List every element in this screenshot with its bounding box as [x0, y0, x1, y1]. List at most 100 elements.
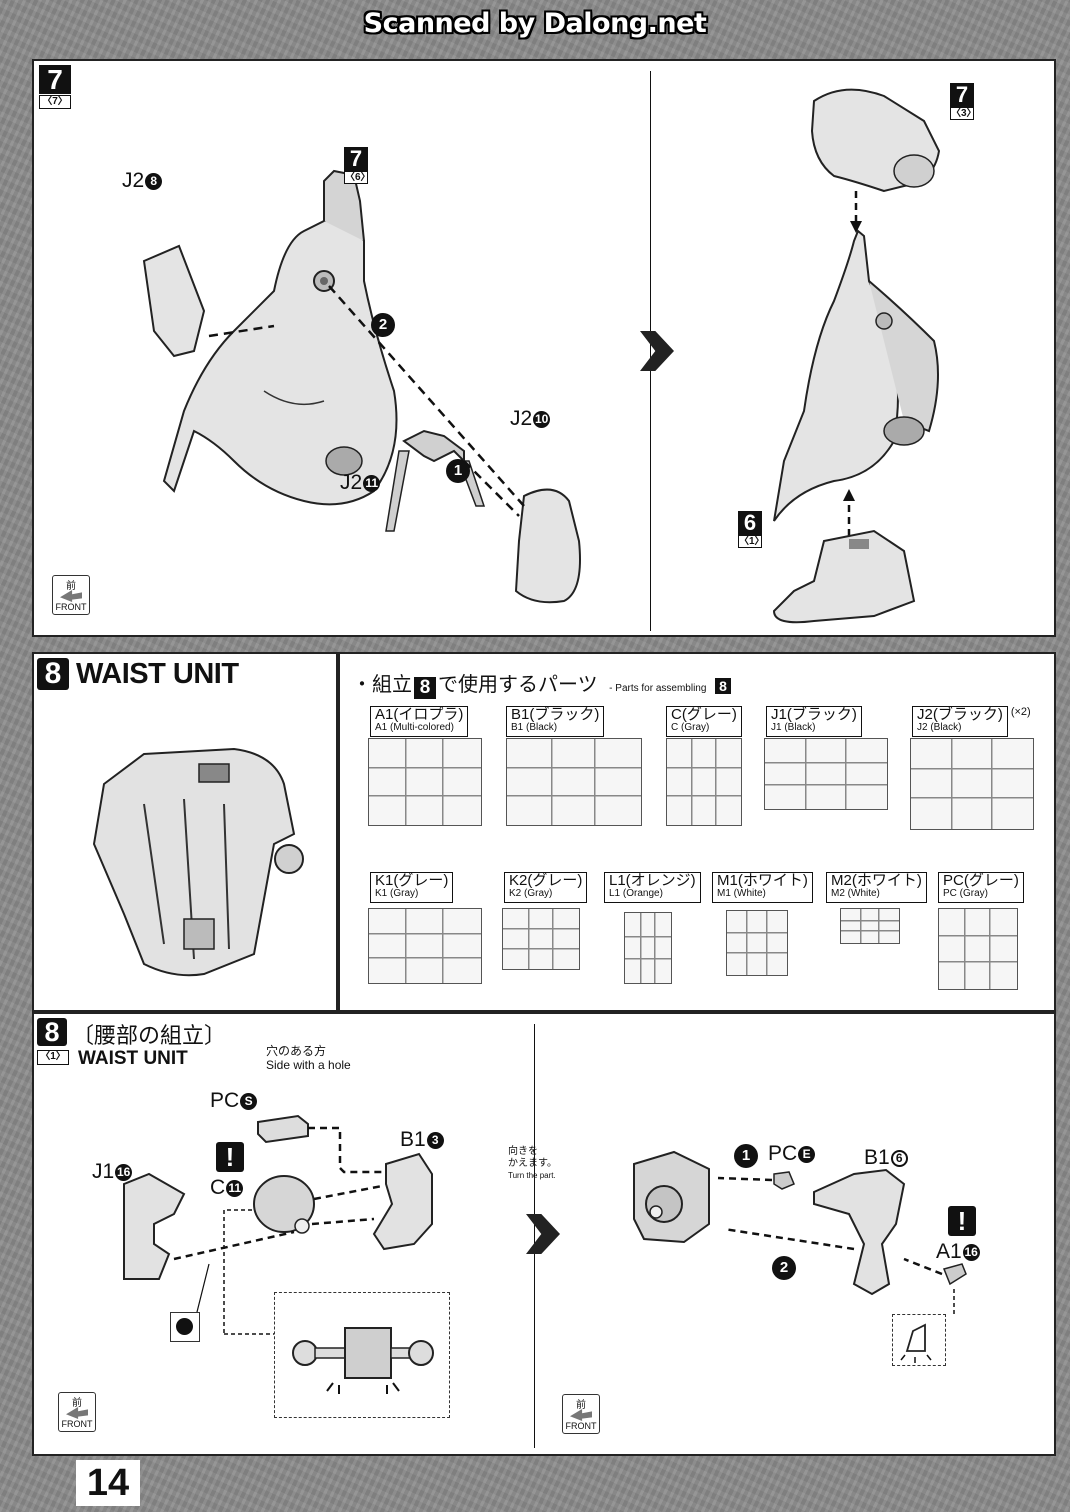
- runner-a1-jp: A1(イロプラ): [375, 706, 464, 723]
- runner-b1-image: [506, 738, 642, 826]
- runner-c-en: C (Gray): [671, 722, 710, 733]
- a1-detail-illustration: [900, 1323, 932, 1363]
- scan-watermark: Scanned by Dalong.net: [363, 8, 707, 39]
- part-label-j1-16-runner: J1: [92, 1160, 115, 1183]
- assembled-torso-illustration: [772, 88, 941, 624]
- hole-note-jp: 穴のある方: [266, 1044, 327, 1058]
- part-letter-e: E: [798, 1146, 816, 1163]
- callout-7-3-sub: 〈3〉: [950, 107, 977, 120]
- step-7-divider: [650, 71, 651, 631]
- runner-a1-image: [368, 738, 482, 826]
- torso-assembly-illustration: [142, 169, 581, 604]
- runner-j1-en: J1 (Black): [771, 722, 816, 733]
- runner-l1-en: L1 (Orange): [609, 888, 663, 899]
- step-8-divider: [534, 1024, 535, 1448]
- callout-6-1-sub: 〈1〉: [738, 535, 765, 548]
- runner-m2-image: [840, 908, 900, 944]
- caution-icon-right: !: [948, 1206, 976, 1236]
- runner-label-m2: M2(ホワイト)M2 (White): [826, 872, 927, 903]
- runner-label-k2: K2(グレー)K2 (Gray): [504, 872, 588, 903]
- part-label-j2-11-runner: J2: [340, 471, 363, 494]
- turn-note-jp-1: 向きを: [508, 1146, 538, 1157]
- part-number-10: 10: [533, 411, 551, 428]
- callout-7-6-sub: 〈6〉: [344, 171, 371, 184]
- step-7-sub-badge: 〈7〉: [39, 95, 71, 109]
- part-number-c-11: 11: [226, 1180, 244, 1197]
- runner-l1-jp: L1(オレンジ): [609, 872, 696, 889]
- part-label-pc-s-runner: PC: [210, 1089, 240, 1112]
- step-7-badge: 7: [39, 65, 71, 94]
- runner-pc-image: [938, 908, 1018, 990]
- runner-pc-jp: PC(グレー): [943, 872, 1019, 889]
- front-indicator-step8-right-jp: 前: [576, 1400, 586, 1411]
- runner-label-m1: M1(ホワイト)M1 (White): [712, 872, 813, 903]
- runner-k2-image: [502, 908, 580, 970]
- runner-c-jp: C(グレー): [671, 706, 737, 723]
- waist-right-assembly-illustration: [633, 1150, 967, 1314]
- front-indicator: 前 FRONT: [52, 575, 90, 615]
- runner-k1-jp: K1(グレー): [375, 872, 449, 889]
- part-label-c-11-runner: C: [210, 1176, 226, 1199]
- part-number-6: 6: [890, 1150, 908, 1167]
- part-label-j2-10-runner: J2: [510, 407, 533, 430]
- joint-detail-box: [274, 1292, 450, 1418]
- step-8-title-en: WAIST UNIT: [78, 1048, 188, 1069]
- assembly-step-1: 1: [446, 459, 470, 483]
- part-number-a1-16: 16: [962, 1244, 980, 1261]
- parts-heading-english: - Parts for assembling: [609, 683, 707, 694]
- runner-j2-jp: J2(ブラック): [917, 706, 1003, 723]
- part-label-b1-6-runner: B1: [864, 1146, 890, 1169]
- part-number-16: 16: [115, 1164, 133, 1181]
- parts-heading-english-badge: 8: [715, 678, 731, 694]
- runner-label-k1: K1(グレー)K1 (Gray): [370, 872, 454, 903]
- part-number-3: 3: [426, 1132, 444, 1149]
- front-indicator-jp: 前: [66, 581, 76, 592]
- step-8-sub-badge: 〈1〉: [37, 1050, 69, 1065]
- runner-a1-en: A1 (Multi-colored): [375, 722, 454, 733]
- waist-unit-overview-panel: 8 WAIST UNIT: [32, 652, 338, 1012]
- runner-label-l1: L1(オレンジ)L1 (Orange): [604, 872, 701, 903]
- front-indicator-step8-left-en: FRONT: [61, 1419, 93, 1429]
- runner-pc-en: PC (Gray): [943, 888, 988, 899]
- assembly-step-1-right: 1: [734, 1144, 758, 1168]
- runner-j1-jp: J1(ブラック): [771, 706, 857, 723]
- runner-j1-image: [764, 738, 888, 810]
- part-label-b1-3-runner: B1: [400, 1128, 426, 1151]
- part-letter-s: S: [240, 1093, 258, 1110]
- hole-note-en: Side with a hole: [266, 1058, 351, 1072]
- callout-6-1-number: 6: [738, 511, 762, 535]
- parts-heading-suffix: で使用するパーツ: [438, 674, 598, 696]
- turn-note-en: Turn the part.: [508, 1171, 556, 1180]
- assembly-step-2-right: 2: [772, 1256, 796, 1280]
- runner-j2-quantity: (×2): [1010, 706, 1031, 718]
- runner-k1-image: [368, 908, 482, 984]
- page-number: 14: [76, 1460, 140, 1506]
- runner-label-j1: J1(ブラック)J1 (Black): [766, 706, 862, 737]
- joint-detail-illustration: [292, 1327, 434, 1394]
- runner-j2-image: [910, 738, 1034, 830]
- runner-label-a1: A1(イロプラ)A1 (Multi-colored): [370, 706, 469, 737]
- parts-heading-step-badge: 8: [414, 677, 436, 699]
- a1-detail-box: [892, 1314, 946, 1366]
- next-step-arrow-icon: [640, 331, 674, 371]
- parts-heading-prefix: ・組立: [352, 674, 412, 696]
- step-8-title-jp: 〔腰部の組立〕: [72, 1023, 227, 1048]
- runner-label-c: C(グレー)C (Gray): [666, 706, 742, 737]
- runner-l1-image: [624, 912, 672, 984]
- runner-k2-jp: K2(グレー): [509, 872, 583, 889]
- part-label-pc-e-runner: PC: [768, 1142, 798, 1165]
- runner-c-image: [666, 738, 742, 826]
- runner-m1-image: [726, 910, 788, 976]
- next-step-arrow-icon: [526, 1214, 560, 1254]
